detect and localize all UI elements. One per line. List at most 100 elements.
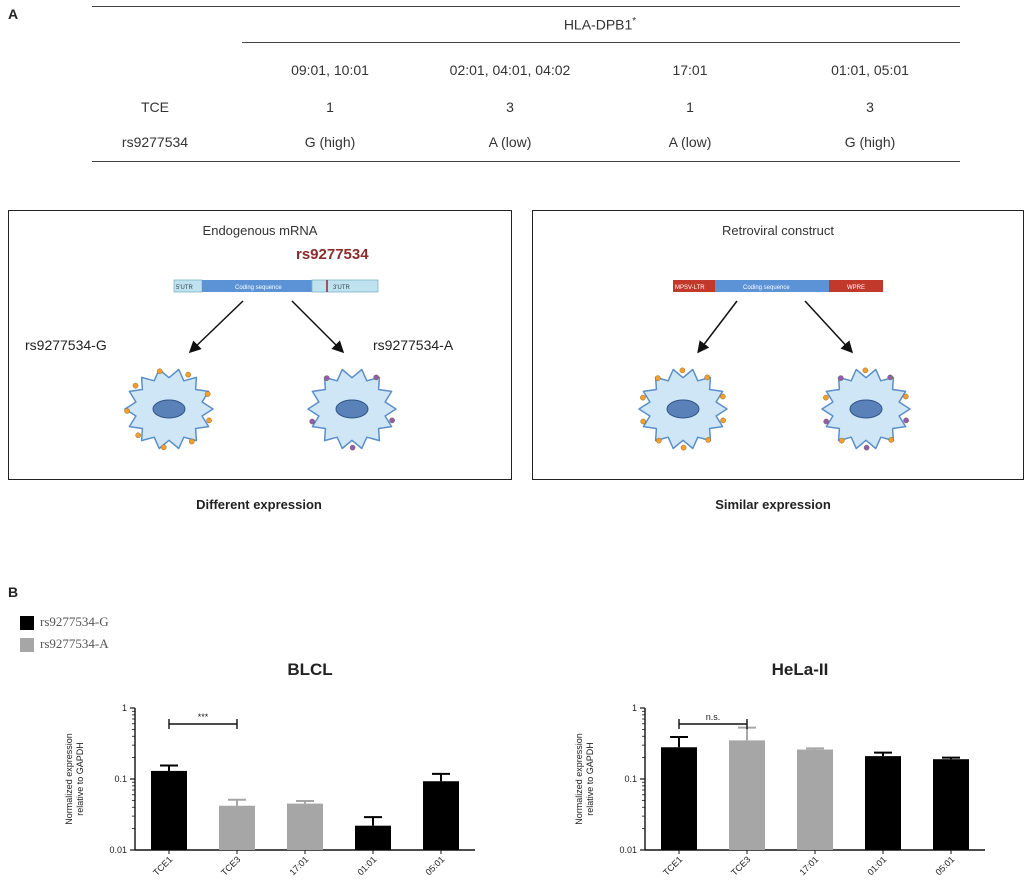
ltr-text: MPSV-LTR: [675, 285, 705, 291]
x-tick-label: TCE3: [219, 854, 242, 877]
cell-high-expression: [124, 368, 214, 451]
x-tick-label: 17:01: [797, 854, 820, 877]
cell-construct-2: [821, 367, 911, 451]
y-axis-label-line: Normalized expression: [574, 733, 584, 825]
cell-nucleus: [849, 399, 883, 419]
retroviral-diagram: MPSV-LTR Coding sequence WPRE: [638, 280, 911, 451]
surface-molecule: [309, 418, 316, 425]
x-tick-label: 05:01: [423, 854, 446, 877]
endogenous-diagram: 5'UTR Coding sequence 3'UTR: [124, 279, 397, 451]
table-cell: 1: [326, 99, 334, 115]
surface-molecule: [720, 417, 726, 424]
allele-g-label: rs9277534-G: [25, 337, 107, 353]
y-tick-label: 0.01: [619, 845, 637, 855]
bar: [865, 756, 901, 850]
y-tick-label: 0.1: [114, 774, 127, 784]
table-col-header: 09:01, 10:01: [291, 62, 369, 78]
retroviral-construct-title: Retroviral construct: [722, 223, 834, 238]
chart-title-blcl: BLCL: [287, 660, 333, 679]
panel-b-letter: B: [8, 584, 19, 600]
y-axis-label: Normalized expressionrelative to GAPDH: [64, 733, 85, 825]
surface-molecule: [888, 437, 895, 443]
ltr-segment: [673, 280, 715, 292]
surface-molecule: [160, 444, 167, 451]
surface-molecule: [838, 437, 845, 444]
table-cell: A (low): [668, 134, 712, 150]
surface-molecule: [837, 375, 844, 381]
y-axis-label-line: relative to GAPDH: [75, 742, 85, 816]
table-group-header: HLA-DPB1*: [540, 16, 660, 33]
y-tick-label: 0.1: [624, 774, 637, 784]
table-col-header: 01:01, 05:01: [831, 62, 909, 78]
surface-molecule: [887, 374, 894, 381]
surface-molecule: [323, 375, 330, 381]
surface-molecule: [823, 418, 830, 425]
x-tick-label: TCE3: [729, 854, 752, 877]
bar: [933, 759, 969, 850]
utr5-text: 5'UTR: [176, 285, 193, 291]
surface-molecule: [823, 394, 829, 401]
legend-swatch-g: [20, 616, 34, 630]
arrow-left: [188, 300, 244, 354]
x-tick-label: TCE1: [151, 854, 174, 877]
surface-molecule: [680, 444, 687, 451]
group-header-text: HLA-DPB1: [563, 16, 633, 33]
bar: [797, 749, 833, 850]
table-cell: G (high): [304, 134, 356, 150]
construct-coding-text: Coding sequence: [743, 285, 790, 291]
table-cell: A (low): [488, 134, 532, 150]
surface-molecule: [640, 394, 646, 401]
surface-molecule: [156, 368, 163, 375]
surface-molecule: [862, 367, 869, 374]
wpre-text: WPRE: [847, 285, 865, 291]
table-cell: 3: [506, 99, 514, 115]
bar: [287, 803, 323, 850]
wpre-segment: [829, 280, 883, 292]
y-axis-label-line: relative to GAPDH: [585, 742, 595, 816]
significance-label: ***: [198, 712, 209, 722]
bar: [423, 781, 459, 850]
table-top-rule: [92, 6, 960, 7]
table-bottom-rule: [92, 161, 960, 162]
cell-construct-1: [638, 367, 728, 451]
table-row-label: TCE: [141, 99, 169, 115]
cell-nucleus: [666, 399, 700, 419]
utr3-text: 3'UTR: [333, 285, 350, 291]
arrow-right: [804, 300, 854, 354]
bar: [355, 825, 391, 850]
construct-coding-segment: [715, 280, 829, 292]
cell-nucleus: [152, 399, 186, 419]
surface-molecule: [124, 408, 130, 414]
surface-molecule: [204, 391, 211, 397]
surface-molecule: [389, 417, 395, 424]
bar: [219, 805, 255, 850]
coding-text: Coding sequence: [235, 285, 282, 291]
bar: [151, 770, 187, 850]
mrna-bar: 5'UTR Coding sequence 3'UTR: [173, 279, 379, 293]
surface-molecule: [373, 374, 380, 381]
chart-title-hela: HeLa-II: [771, 660, 829, 679]
bar: [729, 740, 765, 850]
y-axis-label: Normalized expressionrelative to GAPDH: [574, 733, 595, 825]
table-cell: 1: [686, 99, 694, 115]
surface-molecule: [132, 382, 139, 389]
surface-molecule: [349, 444, 356, 451]
surface-molecule: [863, 444, 870, 451]
y-axis-label-line: Normalized expression: [64, 733, 74, 825]
similar-expression-caption: Similar expression: [715, 497, 831, 512]
group-header-mark: *: [632, 16, 637, 27]
y-tick-label: 1: [632, 703, 637, 713]
different-expression-caption: Different expression: [196, 497, 322, 512]
coding-segment: [202, 280, 312, 292]
endogenous-mrna-title: Endogenous mRNA: [202, 223, 318, 238]
surface-molecule: [679, 367, 686, 374]
y-tick-label: 0.01: [109, 845, 127, 855]
utr3-segment: [311, 279, 379, 293]
legend-swatch-a: [20, 638, 34, 652]
surface-molecule: [188, 438, 195, 445]
y-tick-label: 1: [122, 703, 127, 713]
cell-low-expression: [307, 368, 397, 451]
table-col-header: 17:01: [672, 62, 708, 78]
surface-molecule: [135, 432, 141, 439]
x-tick-label: 05:01: [933, 854, 956, 877]
